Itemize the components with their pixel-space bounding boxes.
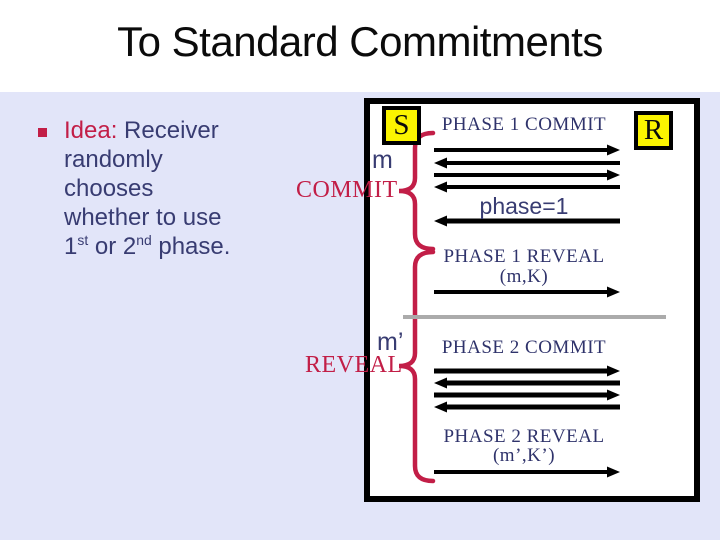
commit-brace-icon — [398, 130, 436, 252]
bullet-line-1-rest: Receiver — [117, 117, 219, 144]
phase1-commit-label: PHASE 1 COMMIT — [441, 114, 607, 135]
bullet-line-2: randomly — [64, 146, 163, 173]
bullet-line-3: chooses — [64, 175, 154, 202]
bullet-text: Idea: Receiver randomly chooses whether … — [64, 116, 230, 261]
title-band: To Standard Commitments — [0, 0, 720, 92]
phase1-reveal-args: (m,K) — [499, 266, 549, 287]
reveal-brace-icon — [398, 249, 436, 484]
receiver-label: R — [643, 114, 664, 146]
slide-title: To Standard Commitments — [117, 18, 603, 65]
receiver-box: R — [634, 111, 673, 150]
phase-divider — [403, 315, 666, 319]
bullet-line-1: Idea: Receiver — [64, 116, 230, 145]
m-message-label: m — [372, 146, 393, 174]
phase2-commit-label: PHASE 2 COMMIT — [441, 337, 607, 358]
bullet-lead: Idea: — [64, 117, 118, 144]
reveal-brace-label: REVEAL — [305, 352, 403, 378]
phase1-reveal-label: PHASE 1 REVEAL — [443, 246, 605, 267]
protocol-diagram-box — [364, 98, 700, 502]
message-arrows — [434, 144, 620, 478]
phase2-reveal-args: (m’,K’) — [492, 445, 556, 466]
sender-box: S — [382, 106, 421, 145]
commit-brace-label: COMMIT — [296, 177, 398, 203]
superscript-st: st — [77, 232, 89, 248]
bullet-square-icon — [38, 128, 47, 137]
bullet-line-5: 1st or 2nd phase. — [64, 232, 231, 260]
superscript-nd: nd — [136, 232, 152, 248]
sender-label: S — [393, 109, 410, 141]
phase-equals-label: phase=1 — [479, 193, 569, 219]
phase2-reveal-label: PHASE 2 REVEAL — [443, 426, 605, 447]
m-prime-message-label: m’ — [377, 328, 404, 356]
bullet-line-4: whether to use — [64, 204, 222, 231]
